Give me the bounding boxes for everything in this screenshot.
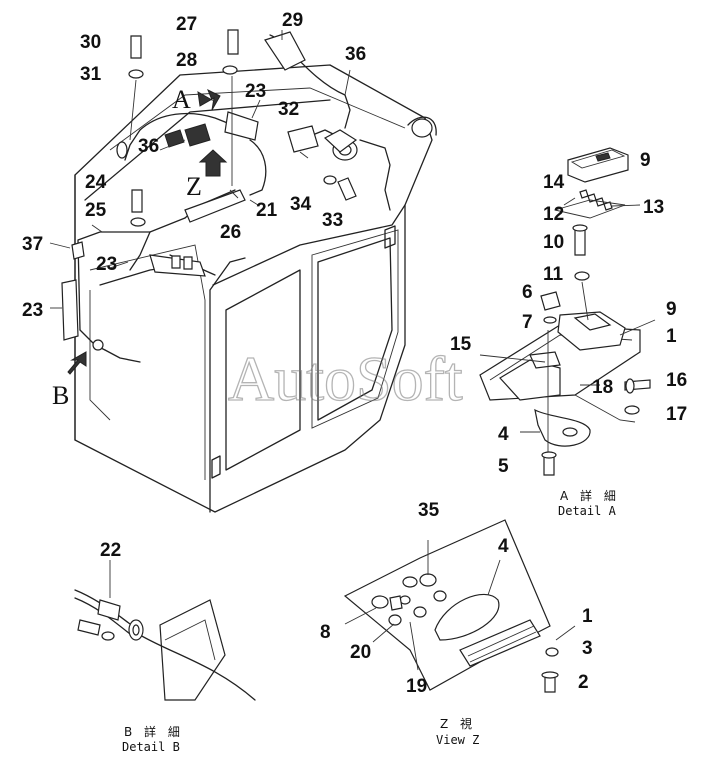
callout-14: 14 xyxy=(543,172,565,193)
callout-34: 34 xyxy=(290,194,312,215)
callout-18: 18 xyxy=(592,377,613,398)
callout-25: 25 xyxy=(85,200,107,221)
callout-23-left: 23 xyxy=(22,300,43,321)
callout-36-left: 36 xyxy=(138,136,159,157)
watermark: AutoSoft xyxy=(228,343,463,414)
callout-17: 17 xyxy=(666,404,687,425)
view-letter-z: Z xyxy=(186,172,202,201)
view-z-assembly xyxy=(343,519,576,693)
view-arrows xyxy=(67,88,228,375)
callout-32: 32 xyxy=(278,99,299,120)
callout-6: 6 xyxy=(522,282,533,303)
callout-2: 2 xyxy=(578,672,589,693)
callout-31: 31 xyxy=(80,64,102,85)
callout-28: 28 xyxy=(176,50,197,71)
callout-8: 8 xyxy=(320,622,331,643)
callout-26: 26 xyxy=(220,222,241,243)
callout-24: 24 xyxy=(85,172,107,193)
detail-b-assembly xyxy=(74,560,256,701)
caption-view-z-en: View Z xyxy=(436,733,479,747)
callout-19: 19 xyxy=(406,676,427,697)
callout-37: 37 xyxy=(22,234,43,255)
caption-detail-a-en: Detail A xyxy=(558,504,617,518)
caption-detail-b-jp: B 詳 細 xyxy=(124,724,184,739)
callout-9-mid: 9 xyxy=(666,299,677,320)
callout-29: 29 xyxy=(282,10,303,31)
callout-7: 7 xyxy=(522,312,533,333)
callout-36-top: 36 xyxy=(345,44,366,65)
caption-detail-a-jp: A 詳 細 xyxy=(560,488,620,503)
callout-30: 30 xyxy=(80,32,101,53)
callout-21: 21 xyxy=(256,200,278,221)
callout-23-mid: 23 xyxy=(96,254,117,275)
callout-1-a: 1 xyxy=(666,326,677,347)
wire-harness xyxy=(61,29,391,363)
callout-12: 12 xyxy=(543,204,564,225)
callout-1-z: 1 xyxy=(582,606,593,627)
caption-view-z-jp: Z 視 xyxy=(440,716,476,731)
callout-11: 11 xyxy=(543,264,564,285)
callout-9-top: 9 xyxy=(640,150,651,171)
callout-33: 33 xyxy=(322,210,343,231)
callout-5: 5 xyxy=(498,456,509,477)
callouts: 30 31 27 28 29 36 23 36 32 24 25 21 34 3… xyxy=(22,10,687,697)
callout-16: 16 xyxy=(666,370,687,391)
callout-3: 3 xyxy=(582,638,593,659)
leader-lines-cab xyxy=(49,30,351,309)
caption-detail-b-en: Detail B xyxy=(122,740,180,754)
callout-35: 35 xyxy=(418,500,440,521)
callout-10: 10 xyxy=(543,232,564,253)
callout-13: 13 xyxy=(643,197,664,218)
view-letter-b: B xyxy=(52,381,69,410)
callout-15: 15 xyxy=(450,334,472,355)
callout-4-z: 4 xyxy=(498,536,509,557)
view-letter-a: A xyxy=(172,85,191,114)
callout-20: 20 xyxy=(350,642,371,663)
cab-body xyxy=(74,64,437,513)
callout-23-top: 23 xyxy=(245,81,266,102)
callout-27: 27 xyxy=(176,14,197,35)
detail-a-assembly xyxy=(479,147,656,476)
callout-4-a: 4 xyxy=(498,424,509,445)
callout-22: 22 xyxy=(100,540,121,561)
